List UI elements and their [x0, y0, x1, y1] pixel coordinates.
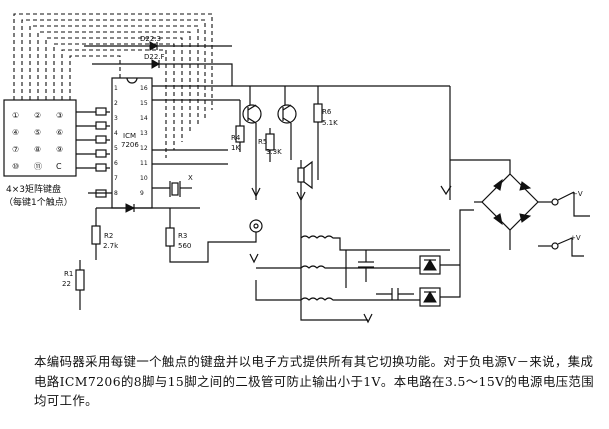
chip-pin-right: 16: [140, 85, 148, 92]
crystal-label: X: [188, 174, 193, 182]
keypad-caption-line2: （每键1个触点）: [4, 196, 73, 208]
bus-lines: [152, 85, 451, 200]
diode-d2-label: D22.F: [144, 53, 165, 61]
chip-pin-left: 2: [114, 100, 118, 107]
transistor-q2: [277, 104, 297, 160]
keypad-key: ⑥: [56, 128, 63, 137]
terminal-plus-label: +V: [570, 234, 581, 242]
r1-name: R1: [64, 270, 73, 278]
chip-pin-left: 8: [114, 190, 118, 197]
keypad-wires: [76, 107, 112, 198]
keypad-key: ⑪: [34, 162, 42, 171]
terminal-minus-label: −V: [572, 190, 583, 198]
chip-pin-left: 1: [114, 85, 118, 92]
resistor-r4: R4 1K: [231, 125, 245, 152]
chip-pin-left: 5: [114, 145, 118, 152]
keypad-key: ②: [34, 111, 41, 120]
r6-value: 5.1K: [322, 119, 338, 127]
chip-pin-right: 12: [140, 145, 148, 152]
diode-d1: D22.3: [84, 35, 232, 51]
output-device-2: [419, 209, 474, 307]
chip-label-top: ICM: [123, 132, 136, 140]
chip-pin-right: 11: [140, 160, 148, 167]
diode-d2: D22.F: [92, 53, 233, 86]
keypad-key: ⑩: [12, 162, 19, 171]
output-stage: [255, 208, 450, 321]
keypad-key: ⑧: [34, 145, 41, 154]
r4-value: 1K: [231, 144, 240, 152]
keypad-key: ④: [12, 128, 19, 137]
chip-pin-right: 15: [140, 100, 148, 107]
chip-pin-right: 10: [140, 175, 148, 182]
resistor-r2: R2 2.7k: [91, 225, 119, 250]
chip-pin-right: 13: [140, 130, 148, 137]
keypad-key: C: [56, 162, 62, 171]
resistor-r1: R1 22: [62, 269, 85, 291]
chip-pin-right: 9: [140, 190, 144, 197]
keypad: ① ② ③ ④ ⑤ ⑥ ⑦ ⑧ ⑨ ⑩ ⑪ C 4×3矩阵键盘 （每键1个触点）: [3, 99, 77, 208]
chip-label-bottom: 7206: [121, 141, 139, 149]
keypad-key: ①: [12, 111, 19, 120]
chip-pin-left: 6: [114, 160, 118, 167]
keypad-key: ⑦: [12, 145, 19, 154]
chip-pin-left: 7: [114, 175, 118, 182]
figure-caption: 本编码器采用每键一个触点的键盘并以电子方式提供所有其它切换功能。对于负电源V－来…: [34, 354, 594, 408]
resistor-r6: R6 5.1K: [313, 103, 338, 180]
r3-value: 560: [178, 242, 191, 250]
led-center: [253, 223, 259, 229]
transistor-q1: [242, 104, 262, 200]
arrows: [249, 185, 452, 324]
r6-name: R6: [322, 108, 332, 116]
keypad-caption-line1: 4×3矩阵键盘: [6, 183, 61, 195]
output-device-1: [419, 255, 460, 275]
resistor-r5: R5 3.3K: [258, 128, 282, 162]
bridge-rectifier: [450, 159, 539, 250]
r4-name: R4: [231, 134, 241, 142]
keypad-key: ⑤: [34, 128, 41, 137]
r5-value: 3.3K: [266, 148, 282, 156]
r1-value: 22: [62, 280, 71, 288]
r3-name: R3: [178, 232, 187, 240]
r2-name: R2: [104, 232, 113, 240]
lower-left-network: [79, 203, 257, 310]
chip-pin-left: 4: [114, 130, 118, 137]
r5-name: R5: [258, 138, 267, 146]
crystal: X: [152, 174, 193, 197]
circuit-schematic: D22.3 D22.F ① ② ③ ④ ⑤ ⑥ ⑦ ⑧ ⑨ ⑩ ⑪ C 4×3矩阵键盘 （每键1个触点…: [3, 13, 590, 324]
chip-pin-right: 14: [140, 115, 148, 122]
speaker: [297, 160, 313, 208]
diode-d1-label: D22.3: [140, 35, 161, 43]
keypad-harness: [13, 13, 213, 158]
line-terminals: −V +V: [538, 190, 590, 257]
keypad-key: ③: [56, 111, 63, 120]
resistor-r3: R3 560: [165, 227, 191, 250]
r2-value: 2.7k: [103, 242, 119, 250]
chip-pin-left: 3: [114, 115, 118, 122]
keypad-key: ⑨: [56, 145, 63, 154]
